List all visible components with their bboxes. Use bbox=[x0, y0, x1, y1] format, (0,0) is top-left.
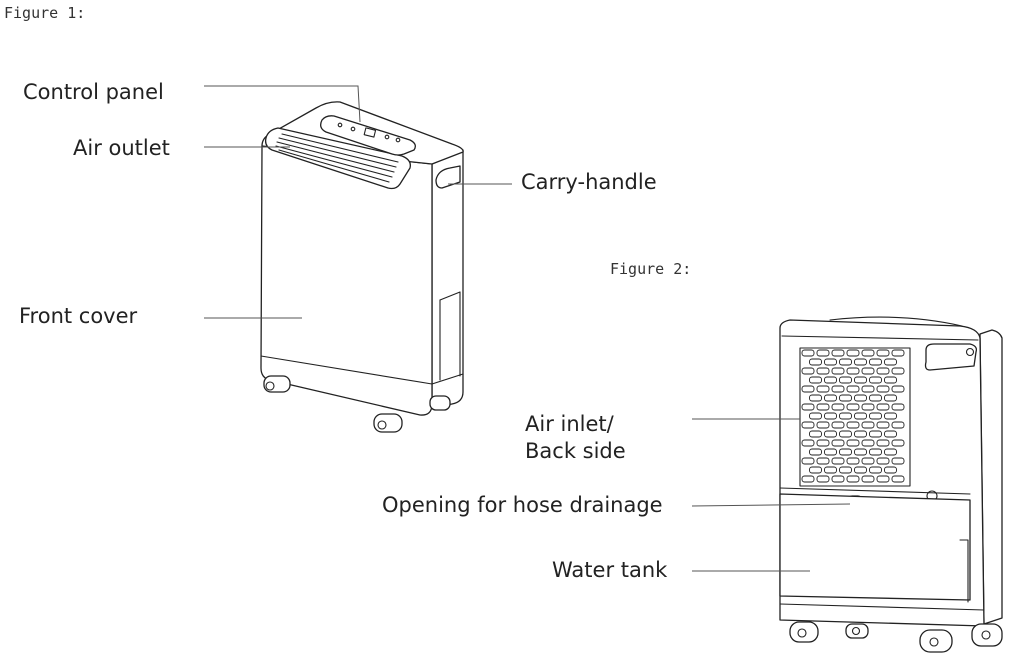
leader-lines bbox=[204, 85, 851, 572]
label-back-side: Back side bbox=[525, 439, 626, 463]
label-air-inlet: Air inlet/ bbox=[525, 412, 614, 436]
dehumidifier-front-drawing bbox=[260, 101, 464, 433]
back-right-side bbox=[979, 329, 1003, 625]
control-panel-drawing bbox=[320, 115, 416, 156]
front-wheels bbox=[263, 375, 451, 433]
air-outlet-grille bbox=[264, 127, 411, 190]
figure-1-caption: Figure 1: bbox=[4, 4, 86, 22]
label-front-cover: Front cover bbox=[19, 304, 138, 328]
water-tank bbox=[779, 493, 971, 601]
air-inlet-mesh bbox=[801, 349, 905, 483]
air-inlet-grille bbox=[799, 347, 911, 487]
front-body bbox=[260, 145, 433, 416]
leader-control-panel bbox=[204, 85, 361, 123]
label-control-panel: Control panel bbox=[23, 80, 164, 104]
right-side-panel bbox=[431, 149, 464, 409]
label-hose-drainage: Opening for hose drainage bbox=[382, 493, 663, 517]
figure-2-caption: Figure 2: bbox=[610, 260, 692, 278]
label-water-tank: Water tank bbox=[552, 558, 668, 582]
label-carry-handle: Carry-handle bbox=[521, 170, 657, 194]
leader-hose-drainage bbox=[691, 503, 851, 507]
carry-handle-recess bbox=[435, 165, 461, 189]
dehumidifier-back-drawing bbox=[779, 316, 1003, 653]
back-wheels bbox=[789, 621, 1003, 653]
back-handle bbox=[924, 343, 978, 371]
label-air-outlet: Air outlet bbox=[73, 136, 170, 160]
